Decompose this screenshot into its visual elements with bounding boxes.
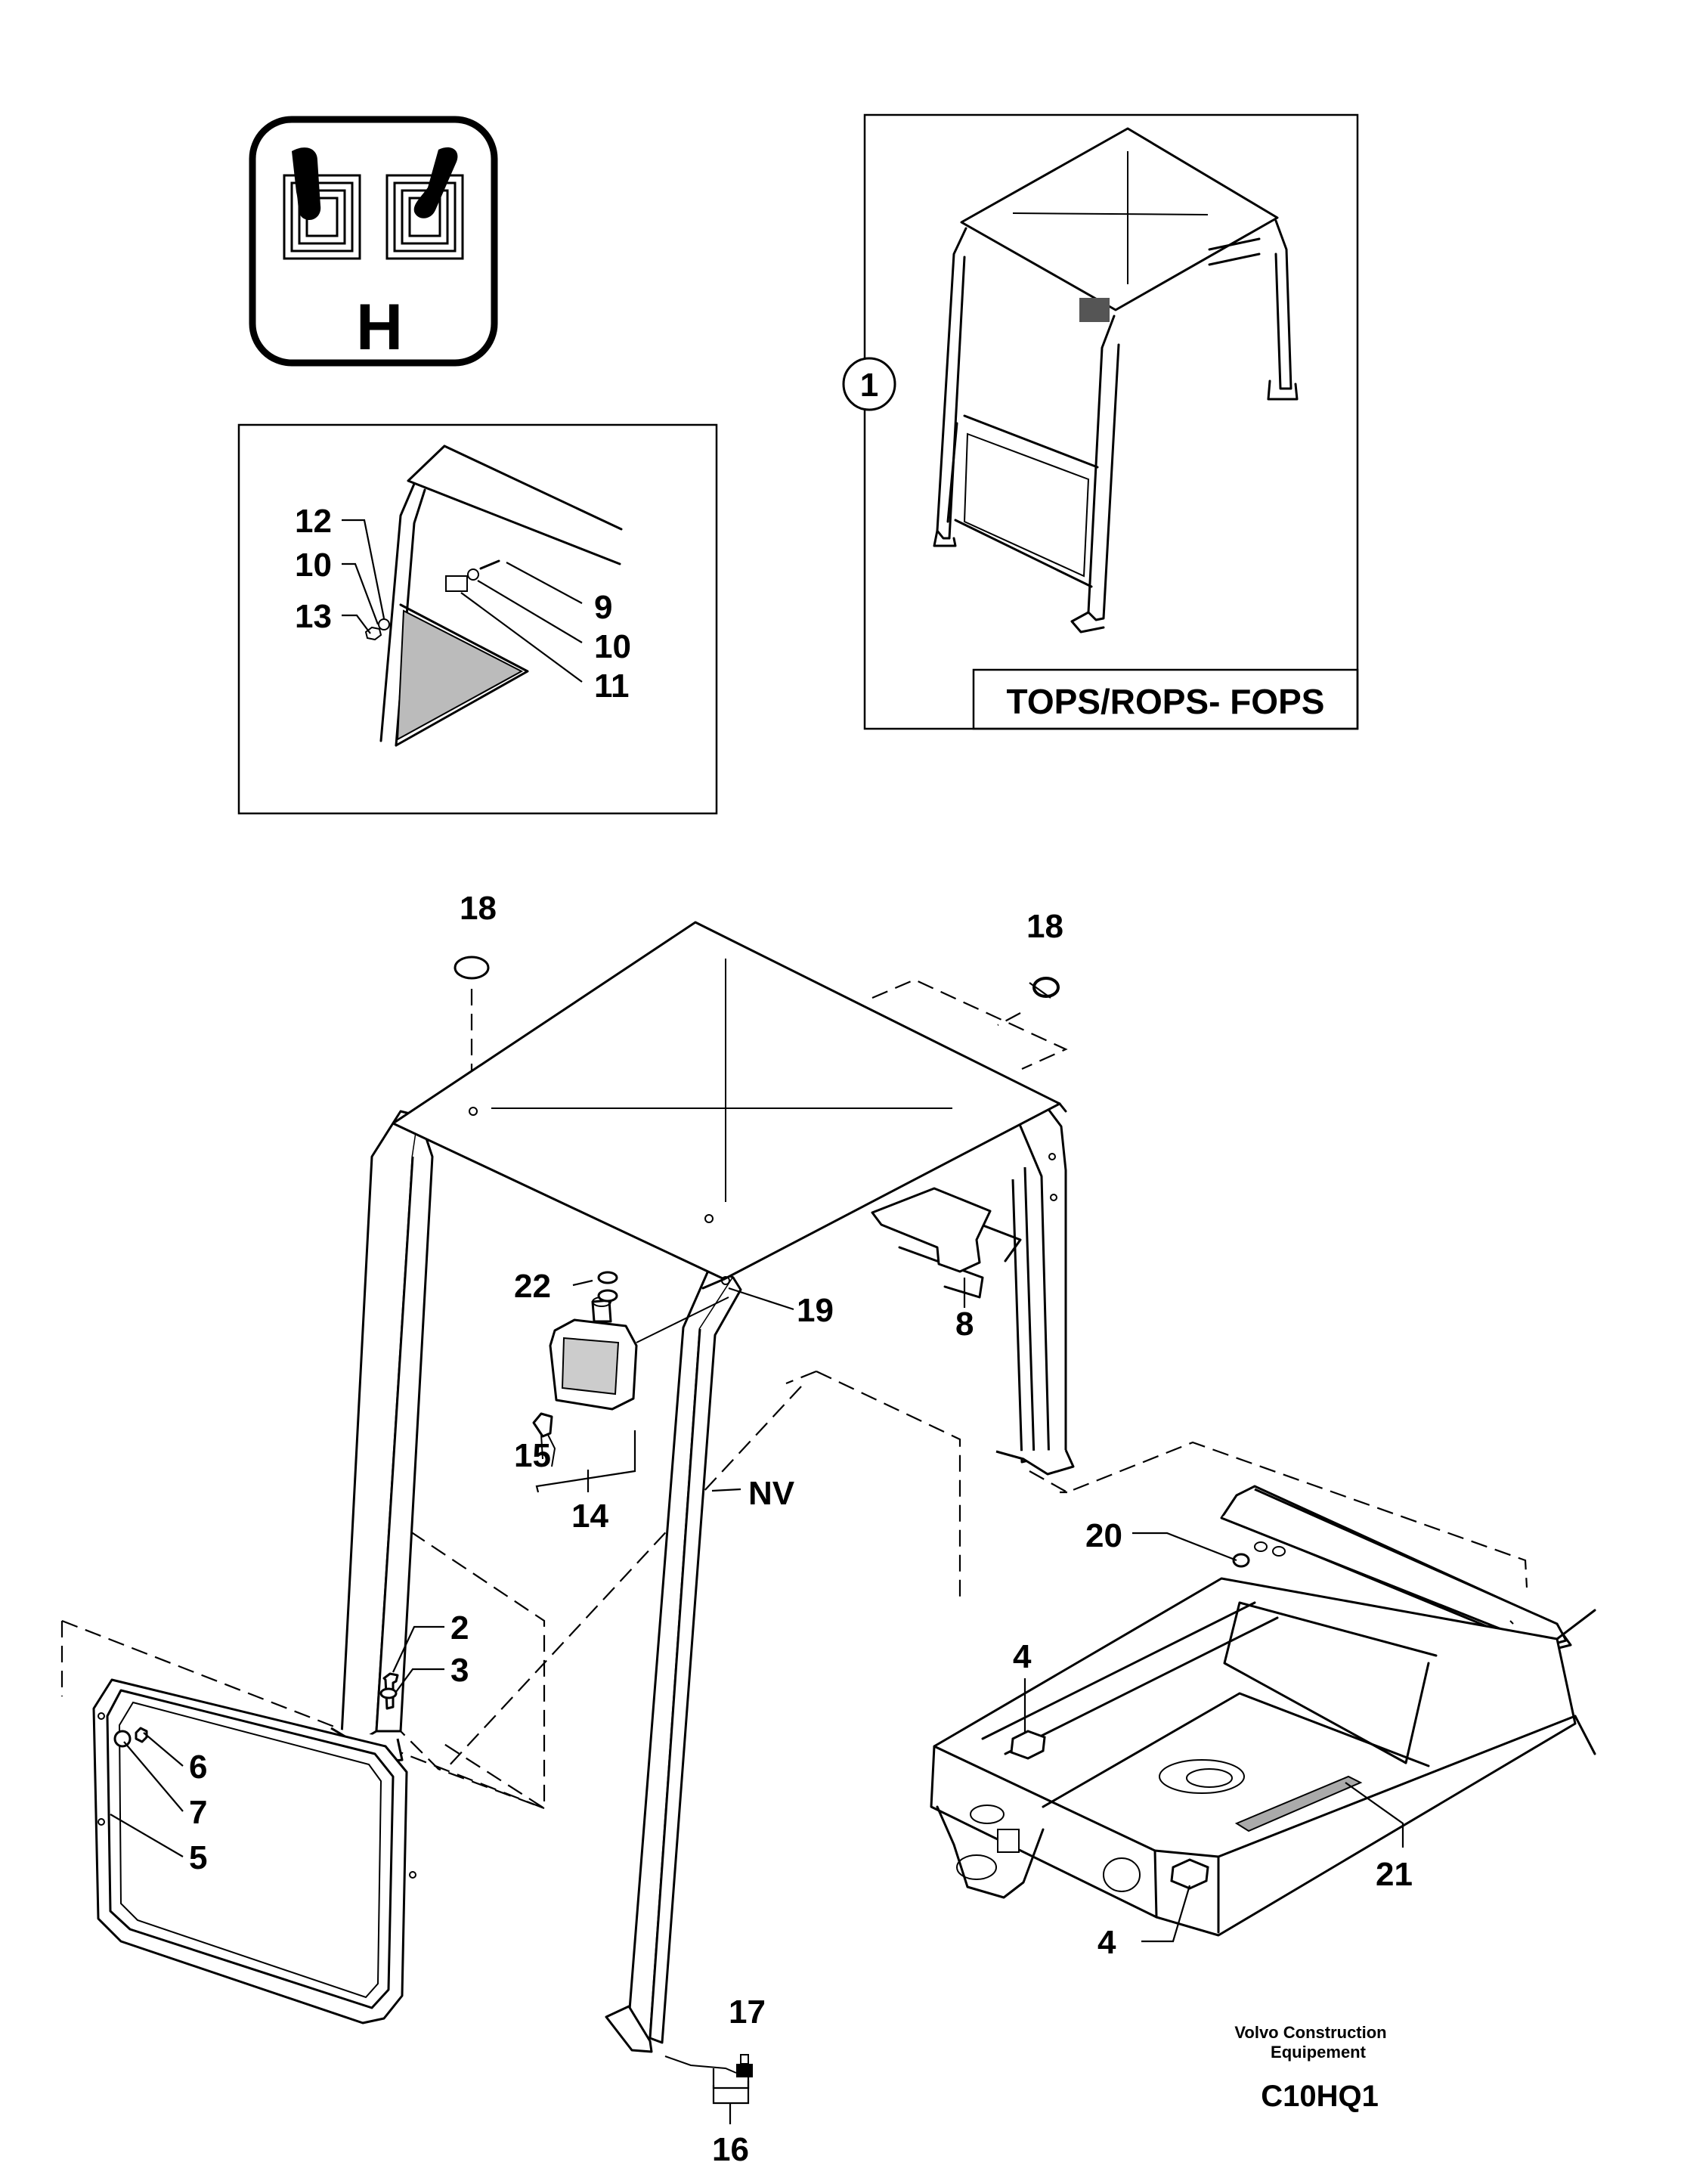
label-17: 17 <box>729 1993 766 2031</box>
detail-ref-10b: 10 <box>594 628 631 665</box>
variant-ref-circle <box>842 357 896 411</box>
detail-ref-11: 11 <box>594 668 630 705</box>
variant-ref-number: 1 <box>860 367 878 404</box>
pad-lower <box>1170 1858 1209 1890</box>
grille-detail-drawing <box>342 445 623 747</box>
label-20: 20 <box>1085 1517 1122 1554</box>
washer-3 <box>379 1687 398 1699</box>
work-lamp <box>532 1271 729 1467</box>
roof-plug-right <box>1032 977 1060 998</box>
variant-caption-box <box>972 668 1359 730</box>
roof-plug-left <box>454 956 490 980</box>
footer: Volvo Construction Equipement C10HQ1 <box>1234 2023 1386 2113</box>
label-15: 15 <box>514 1437 551 1474</box>
cable-16 <box>664 2055 737 2074</box>
dashed-link-front-leg <box>785 1370 961 1603</box>
detail-ref-13: 13 <box>295 598 332 635</box>
detail-box: 12 10 13 9 10 11 <box>237 423 718 815</box>
label-22: 22 <box>514 1268 551 1305</box>
small-canopy-drawing <box>933 127 1299 634</box>
label-4-upper: 4 <box>1013 1638 1032 1675</box>
label-6: 6 <box>189 1749 207 1786</box>
label-14: 14 <box>571 1498 608 1535</box>
main-exploded-view: 18 18 22 19 8 15 14 NV 20 2 3 4 6 7 5 17… <box>60 890 1596 2168</box>
label-3: 3 <box>450 1652 469 1689</box>
door-frame <box>92 1678 416 2024</box>
grommet-20 <box>1232 1553 1250 1568</box>
variant-caption: TOPS/ROPS- FOPS <box>1007 682 1325 721</box>
control-pattern-symbol: H <box>249 116 498 367</box>
grille-strip <box>1234 1775 1363 1832</box>
maker-line-1: Volvo Construction <box>1234 2023 1386 2042</box>
label-18-right: 18 <box>1026 908 1063 945</box>
label-2: 2 <box>450 1609 469 1647</box>
canopy-roof <box>392 921 1067 1290</box>
label-21: 21 <box>1376 1856 1413 1893</box>
detail-ref-10a: 10 <box>295 547 332 584</box>
label-NV: NV <box>748 1475 795 1512</box>
label-7: 7 <box>189 1794 207 1831</box>
mesh-panel <box>396 609 524 741</box>
detail-frame <box>237 423 718 815</box>
two-joystick-levers-icon <box>283 147 464 260</box>
connector-17 <box>736 2064 753 2077</box>
label-5: 5 <box>189 1839 207 1876</box>
dashed-link-door <box>392 1386 802 1810</box>
detail-ref-12: 12 <box>295 503 332 540</box>
machine-frame <box>930 1485 1596 1937</box>
label-18-left: 18 <box>460 890 497 927</box>
pad-upper <box>1010 1730 1046 1760</box>
label-19: 19 <box>797 1292 834 1329</box>
label-8: 8 <box>955 1306 974 1343</box>
dashed-link-rear-legs <box>1029 1441 1528 1588</box>
maker-line-2: Equipement <box>1271 2043 1367 2062</box>
variant-box: TOPS/ROPS- FOPS 1 <box>842 113 1359 730</box>
dashed-link-roof-grommet <box>871 978 1068 1070</box>
label-4-lower: 4 <box>1097 1924 1116 1961</box>
label-16: 16 <box>712 2131 749 2168</box>
detail-ref-9: 9 <box>594 589 612 626</box>
symbol-letter: H <box>356 291 403 364</box>
drawing-code: C10HQ1 <box>1261 2080 1379 2113</box>
dashed-link-frame <box>60 1517 546 1811</box>
